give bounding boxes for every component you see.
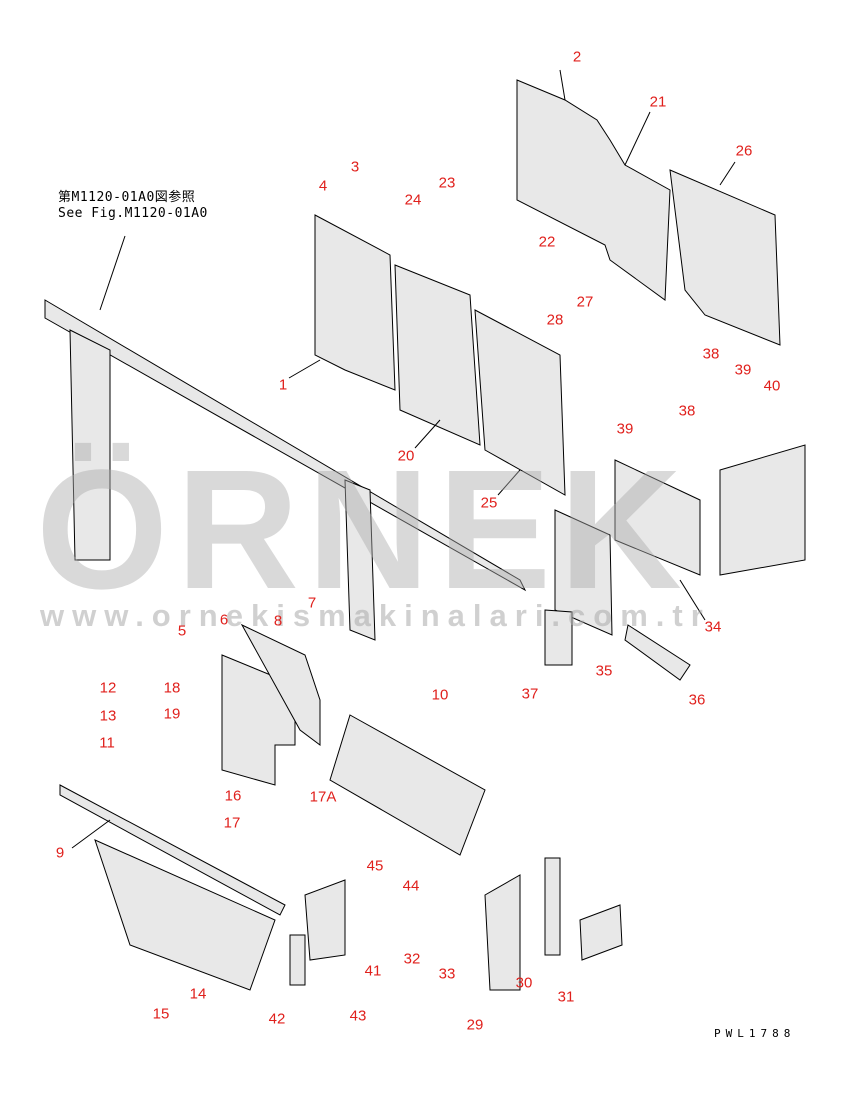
callout-11[interactable]: 11 [99,734,115,752]
callout-27[interactable]: 27 [576,293,594,311]
callout-41[interactable]: 41 [364,962,382,980]
callout-22[interactable]: 22 [538,233,556,251]
callout-15[interactable]: 15 [152,1005,170,1023]
callout-34[interactable]: 34 [704,618,722,636]
callout-16[interactable]: 16 [224,787,242,805]
callout-17A[interactable]: 17A [309,788,337,806]
callout-39[interactable]: 39 [734,361,752,379]
callout-5[interactable]: 5 [177,622,187,640]
callout-17[interactable]: 17 [223,814,241,832]
panel-2-21 [516,79,781,346]
callout-26[interactable]: 26 [735,142,753,160]
callout-4[interactable]: 4 [318,177,328,195]
callout-32[interactable]: 32 [403,950,421,968]
callout-43[interactable]: 43 [349,1007,367,1025]
leader-lines [71,69,736,849]
callout-10[interactable]: 10 [431,686,449,704]
callout-35[interactable]: 35 [595,662,613,680]
callout-45[interactable]: 45 [366,857,384,875]
callout-7[interactable]: 7 [307,594,317,612]
callout-8[interactable]: 8 [273,612,283,630]
frame-left [44,299,527,641]
callout-37[interactable]: 37 [521,685,539,703]
callout-1[interactable]: 1 [278,376,288,394]
callout-21[interactable]: 21 [649,93,667,111]
callout-19[interactable]: 19 [163,705,181,723]
callout-13[interactable]: 13 [99,707,117,725]
panel-1-20-25 [314,214,566,496]
callout-14[interactable]: 14 [189,985,207,1003]
callout-36[interactable]: 36 [688,691,706,709]
reference-note-en: See Fig.M1120-01A0 [58,206,208,221]
reference-note: 第M1120-01A0図参照 See Fig.M1120-01A0 [58,190,208,222]
callout-9[interactable]: 9 [55,844,65,862]
callout-40[interactable]: 40 [763,377,781,395]
callout-20[interactable]: 20 [397,447,415,465]
drawing-code: PWL1788 [714,1027,796,1040]
callout-3[interactable]: 3 [350,158,360,176]
callout-31[interactable]: 31 [557,988,575,1006]
reference-note-jp: 第M1120-01A0図参照 [58,190,196,205]
callout-18[interactable]: 18 [163,679,181,697]
callout-30[interactable]: 30 [515,974,533,992]
watermark-logo: ÖRNEK [36,435,690,625]
callout-25[interactable]: 25 [480,494,498,512]
callout-39[interactable]: 39 [616,420,634,438]
callout-6[interactable]: 6 [219,611,229,629]
callout-12[interactable]: 12 [99,679,117,697]
right-parts [544,444,806,681]
callout-23[interactable]: 23 [438,174,456,192]
callout-38[interactable]: 38 [678,402,696,420]
callout-29[interactable]: 29 [466,1016,484,1034]
callout-24[interactable]: 24 [404,191,422,209]
callout-42[interactable]: 42 [268,1010,286,1028]
callout-28[interactable]: 28 [546,311,564,329]
callout-38[interactable]: 38 [702,345,720,363]
callout-33[interactable]: 33 [438,965,456,983]
callout-2[interactable]: 2 [572,48,582,66]
lower-parts [59,623,623,991]
watermark-url: www.ornekismakinalari.com.tr [40,598,711,633]
callout-44[interactable]: 44 [402,877,420,895]
